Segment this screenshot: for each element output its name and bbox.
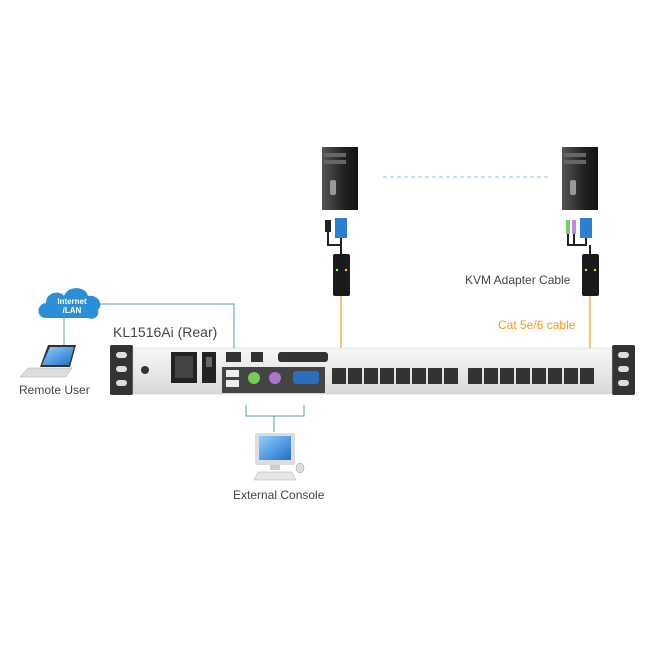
rj45-port: [348, 368, 362, 384]
kvm-adapter-right: [566, 218, 599, 296]
rj45-port: [396, 368, 410, 384]
rj45-port: [468, 368, 482, 384]
external-console-label: External Console: [233, 488, 325, 502]
rj45-port: [380, 368, 394, 384]
rj45-port: [532, 368, 546, 384]
rj45-port: [500, 368, 514, 384]
rj45-port: [444, 368, 458, 384]
rj45-port: [332, 368, 346, 384]
kvm-adapter-label: KVM Adapter Cable: [465, 273, 571, 287]
cloud-icon: [38, 288, 101, 319]
rj45-port: [516, 368, 530, 384]
rj45-port: [412, 368, 426, 384]
rj45-port: [428, 368, 442, 384]
model-label: KL1516Ai (Rear): [113, 324, 218, 340]
server-tower-right: [562, 147, 598, 210]
cloud-label-line2: /LAN: [62, 306, 82, 315]
remote-user-label: Remote User: [19, 383, 90, 397]
rj45-port-group: [332, 368, 594, 384]
laptop-icon: [19, 345, 76, 378]
kvm-chassis: [110, 345, 635, 395]
cloud-label: Internet /LAN: [57, 297, 87, 315]
rj45-port: [564, 368, 578, 384]
rj45-port: [548, 368, 562, 384]
rj45-port: [364, 368, 378, 384]
cable-label: Cat 5e/6 cable: [498, 318, 576, 332]
external-console-icon: [253, 433, 305, 481]
kvm-adapter-left: [325, 218, 350, 296]
rj45-port: [484, 368, 498, 384]
network-lines: [63, 176, 548, 432]
rj45-port: [580, 368, 594, 384]
server-tower-left: [322, 147, 358, 210]
cloud-label-line1: Internet: [57, 297, 87, 306]
